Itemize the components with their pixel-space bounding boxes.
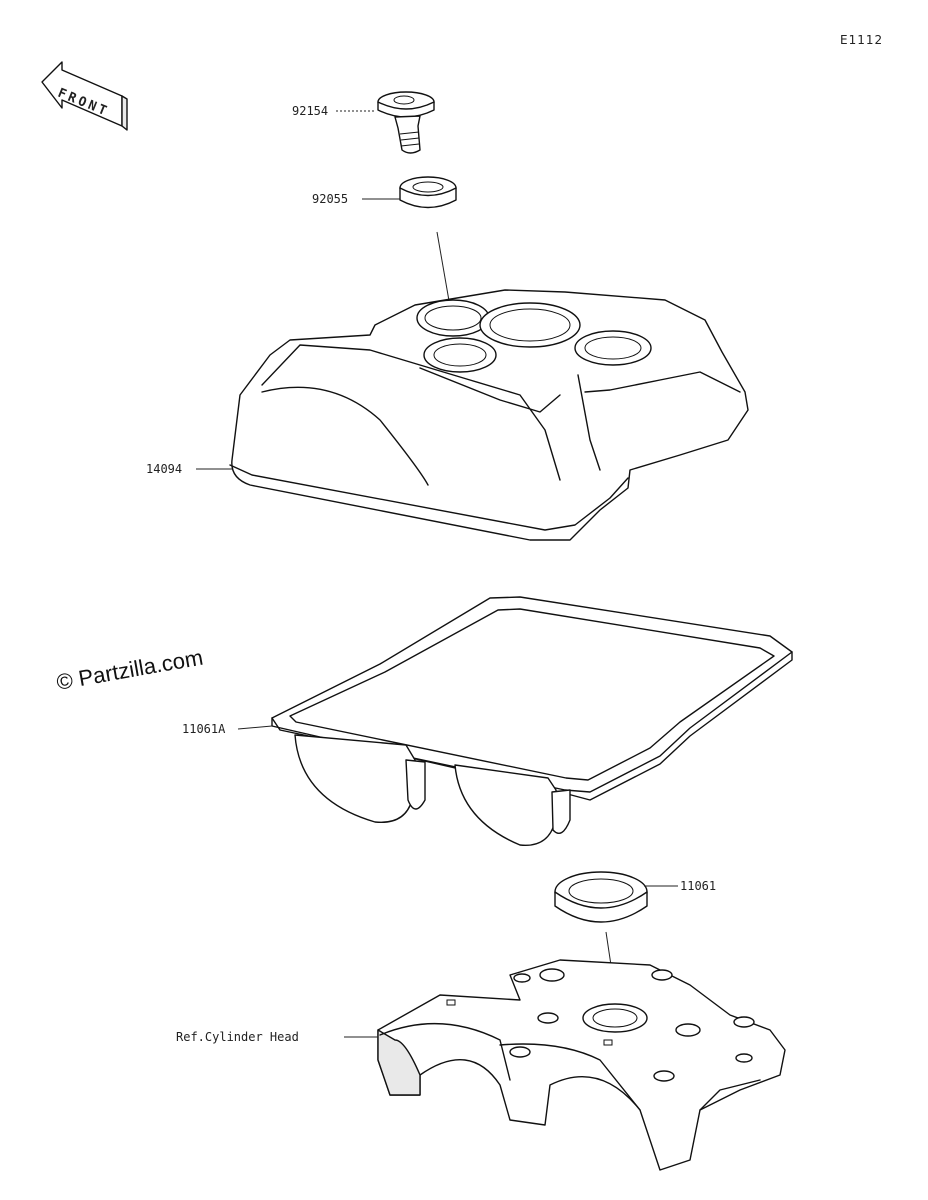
- cylinder-head-reference: [377, 959, 786, 1171]
- front-arrow-icon: FRONT: [41, 61, 128, 131]
- gasket-11061a: [271, 596, 793, 846]
- cylinder-head-cover-14094: [229, 289, 749, 541]
- plug-gasket-11061: [554, 871, 648, 923]
- label-92055: 92055: [312, 192, 348, 206]
- label-92154: 92154: [292, 104, 328, 118]
- label-11061a: 11061A: [182, 722, 226, 736]
- label-11061: 11061: [680, 879, 716, 893]
- diagram-code: E1112: [840, 33, 883, 47]
- watermark: © Partzilla.com: [55, 645, 205, 695]
- label-14094: 14094: [146, 462, 182, 476]
- bolt-92154: [377, 91, 435, 154]
- label-reference: Ref.Cylinder Head: [176, 1030, 299, 1044]
- grommet-92055: [399, 176, 457, 209]
